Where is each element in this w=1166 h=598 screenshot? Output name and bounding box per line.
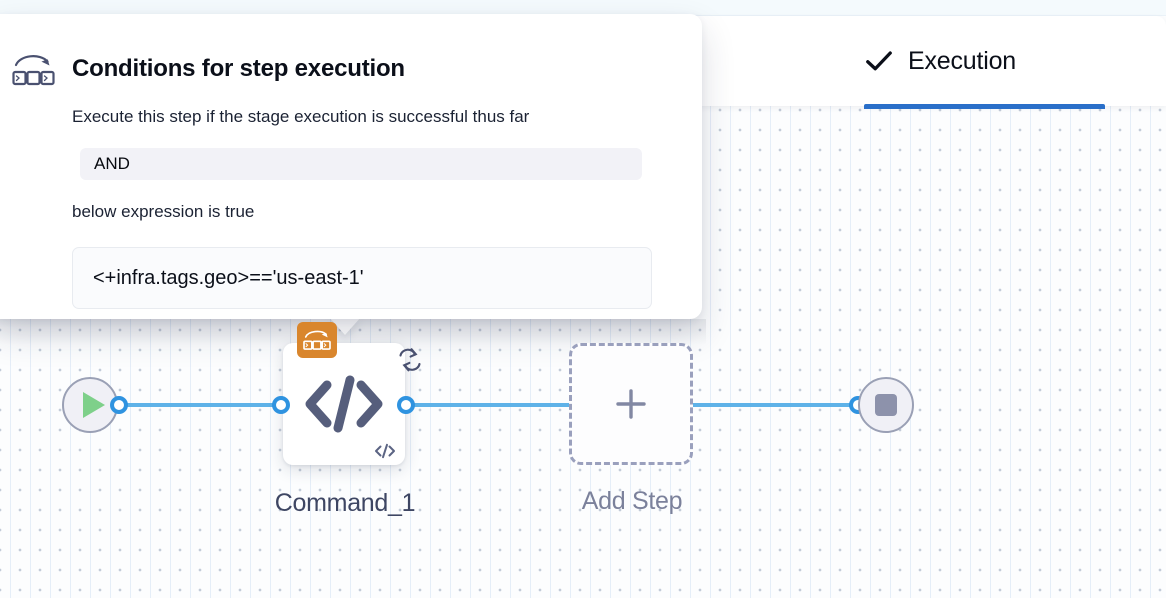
- add-step-label: Add Step: [581, 487, 683, 515]
- tab-execution-label: Execution: [908, 46, 1016, 75]
- step-node-command[interactable]: [283, 322, 421, 465]
- pipeline-start-node[interactable]: [62, 377, 118, 433]
- step-type-badge: [297, 322, 337, 358]
- add-step-button[interactable]: [569, 343, 693, 465]
- connector-add-step-to-end: [686, 403, 866, 407]
- condition-operator-field[interactable]: AND: [80, 148, 642, 180]
- connector-dot-command-output[interactable]: [397, 396, 415, 414]
- step-node-label: Command_1: [274, 489, 416, 517]
- tab-execution-active-indicator: [864, 104, 1105, 109]
- play-icon: [82, 392, 105, 418]
- check-icon: [864, 46, 894, 76]
- shell-script-icon: [10, 50, 56, 90]
- connector-dot-command-input[interactable]: [272, 396, 290, 414]
- stop-icon: [875, 394, 897, 416]
- connector-start-to-command: [110, 403, 290, 407]
- code-brackets-small-icon: [372, 440, 398, 462]
- popover-condition-description-2: below expression is true: [72, 202, 255, 221]
- popover-condition-description-1: Execute this step if the stage execution…: [72, 107, 530, 126]
- retry-loop-icon: [393, 345, 427, 375]
- tab-execution[interactable]: Execution: [864, 16, 1016, 106]
- connector-command-to-add-step: [398, 403, 578, 407]
- plus-icon: [613, 386, 649, 422]
- step-conditions-popover: Conditions for step execution Execute th…: [0, 14, 702, 319]
- popover-title: Conditions for step execution: [72, 55, 405, 82]
- pipeline-end-node[interactable]: [858, 377, 914, 433]
- connector-dot-start-output[interactable]: [110, 396, 128, 414]
- condition-expression-field[interactable]: <+infra.tags.geo>=='us-east-1': [72, 247, 652, 309]
- code-brackets-icon: [301, 369, 387, 439]
- popover-tail: [329, 317, 361, 335]
